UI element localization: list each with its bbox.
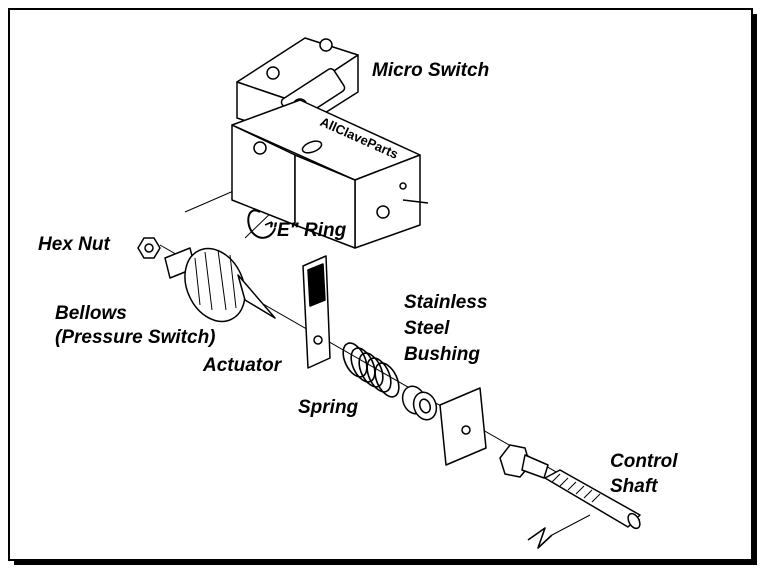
frame-shadow-right	[753, 14, 757, 565]
label-hex-nut: Hex Nut	[38, 234, 110, 255]
frame-shadow-bottom	[14, 561, 757, 565]
hex-nut	[137, 237, 161, 259]
diagram-frame	[8, 8, 753, 561]
label-micro-switch: Micro Switch	[372, 60, 490, 81]
label-bellows-line1: Bellows	[55, 303, 127, 324]
spring-coil	[342, 342, 400, 398]
e-ring	[247, 209, 276, 239]
actuator-plate	[302, 255, 331, 369]
label-bushing-line2: Steel	[404, 318, 450, 339]
label-bushing-line1: Stainless	[404, 292, 488, 313]
label-bellows-line2: (Pressure Switch)	[55, 327, 216, 348]
label-bushing-line3: Bushing	[404, 344, 480, 365]
label-spring: Spring	[298, 397, 359, 418]
label-actuator: Actuator	[203, 355, 282, 376]
control-shaft	[499, 444, 641, 530]
label-control-line1: Control	[610, 451, 678, 472]
mounting-bracket	[231, 99, 429, 249]
bellows	[164, 247, 276, 323]
label-e-ring: "E" Ring	[268, 220, 347, 241]
label-control-line2: Shaft	[610, 476, 658, 497]
mounting-plate	[439, 387, 487, 466]
steel-bushing	[401, 385, 438, 421]
shaft-clip	[527, 527, 553, 549]
